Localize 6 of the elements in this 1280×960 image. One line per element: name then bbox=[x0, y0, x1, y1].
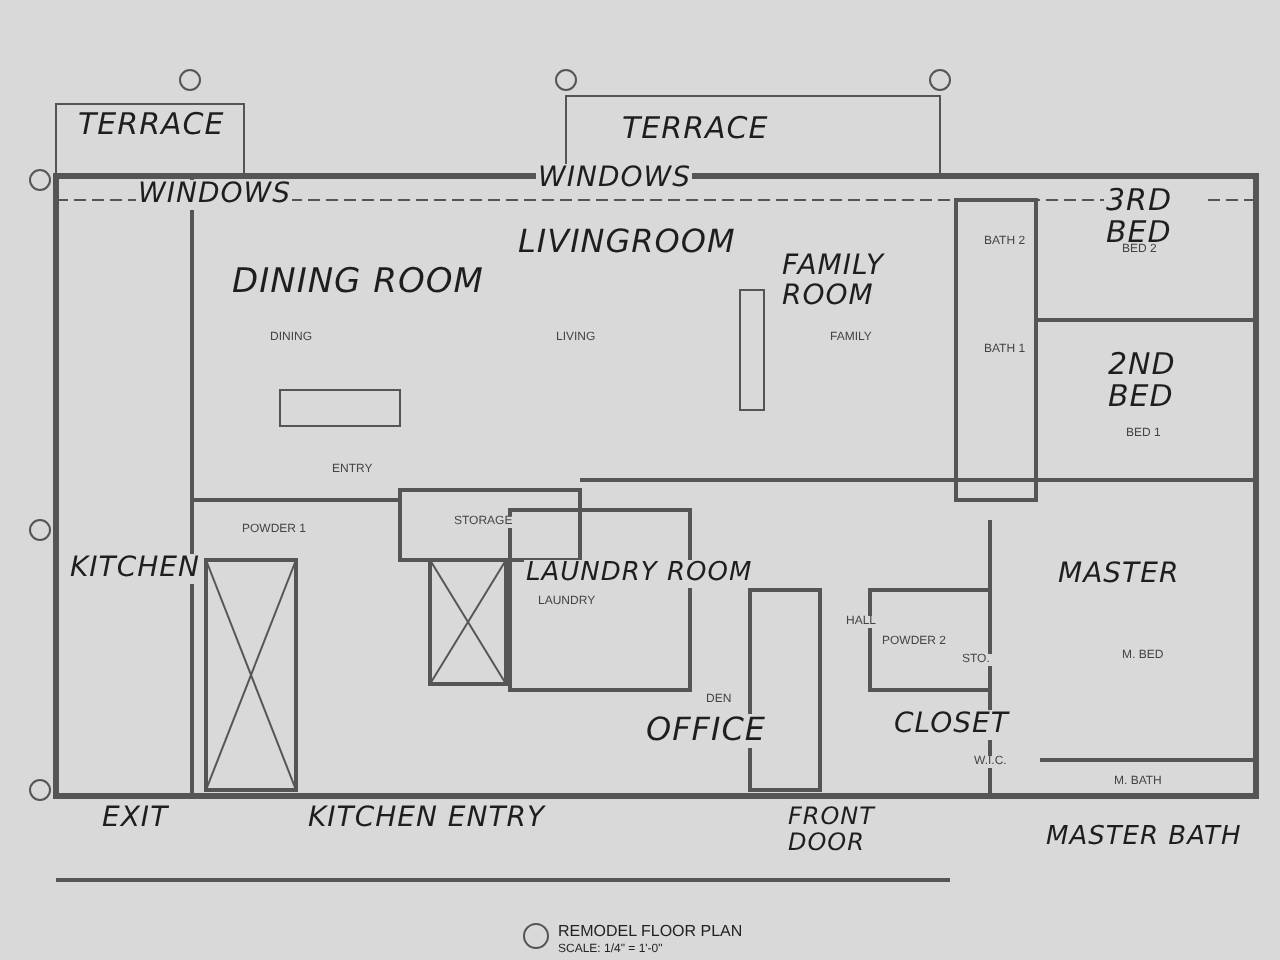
handwritten-label: OFFICE bbox=[644, 714, 768, 748]
plan-title: REMODEL FLOOR PLAN bbox=[556, 924, 745, 941]
handwritten-label: KITCHEN bbox=[68, 554, 202, 584]
handwritten-label: CLOSET bbox=[892, 710, 1011, 740]
handwritten-label: WINDOWS bbox=[136, 180, 293, 210]
handwritten-label: LAUNDRY ROOM bbox=[524, 560, 755, 588]
